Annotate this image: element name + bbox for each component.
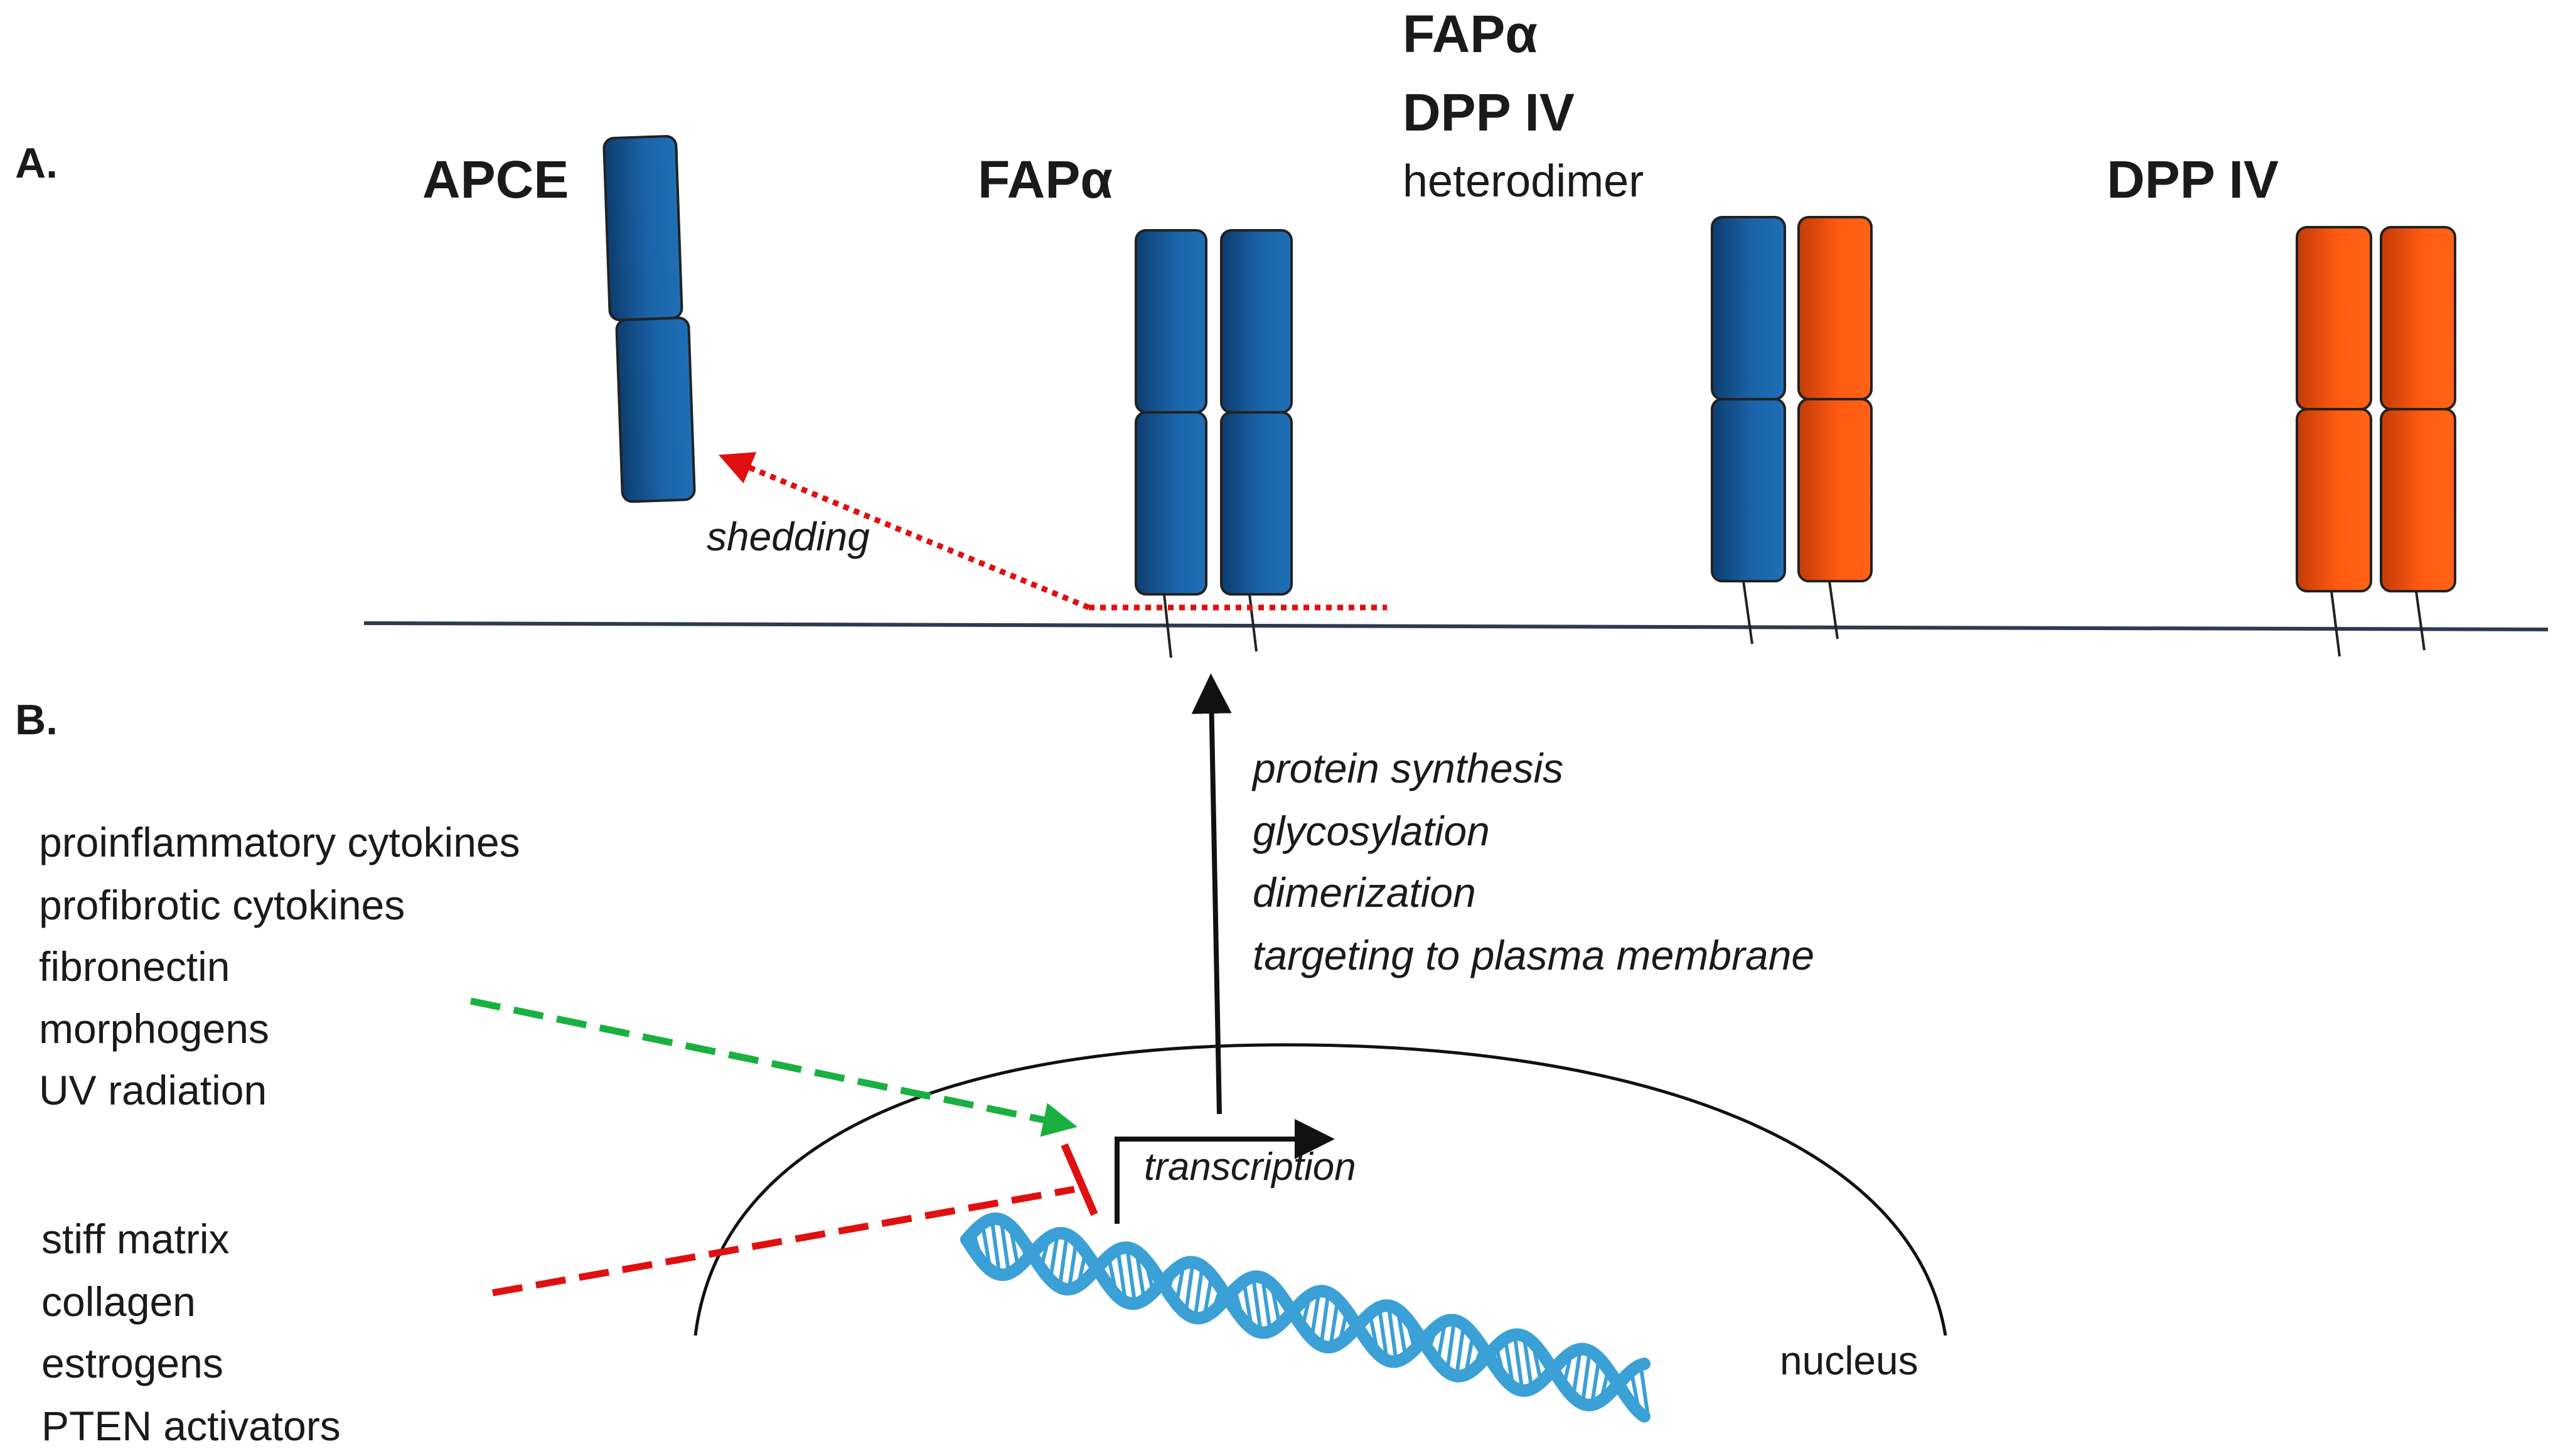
fap-anchor-1 (1163, 594, 1172, 658)
panel-a-label: A. (15, 139, 58, 187)
activator-fibronectin: fibronectin (39, 943, 230, 990)
dpp-iv-homodimer (2296, 226, 2456, 657)
fap-alpha-label: FAPα (978, 150, 1113, 209)
dna-strand-2 (960, 1212, 1651, 1411)
hetero-dpp-upper (1797, 216, 1873, 400)
dpp-subunit-2-upper (2380, 226, 2456, 410)
activation-arrow (469, 997, 1078, 1137)
dna-base-pair (1639, 1363, 1650, 1417)
dna-base-pair (1261, 1280, 1273, 1333)
activator-proinflammatory-cytokines: proinflammatory cytokines (39, 819, 520, 865)
dna-base-pair (1125, 1248, 1137, 1304)
dna-base-pair (1377, 1305, 1389, 1359)
fap-subunit-2-upper (1220, 229, 1293, 414)
fap-anchor-2 (1248, 594, 1258, 652)
plasma-membrane (363, 621, 2549, 631)
dna-base-pair (999, 1221, 1011, 1275)
dpp-subunit-1-upper (2296, 226, 2372, 410)
heterodimer-label-text: heterodimer (1403, 156, 1644, 206)
step-protein-synthesis: protein synthesis (1251, 745, 1563, 791)
activator-uv-radiation: UV radiation (39, 1067, 267, 1113)
heterodimer-label-dpp: DPP IV (1403, 83, 1575, 142)
nucleus-label: nucleus (1780, 1338, 1918, 1383)
step-dimerization: dimerization (1253, 869, 1476, 916)
heterodimer-label-fap: FAPα (1403, 4, 1538, 63)
inhibitor-estrogens: estrogens (41, 1340, 223, 1386)
step-glycosylation: glycosylation (1253, 808, 1490, 854)
dna-base-pair (1386, 1306, 1398, 1362)
transcription-arrow (1115, 1119, 1335, 1224)
hetero-anchor-2 (1828, 581, 1839, 640)
inhibition-line (492, 1186, 1075, 1297)
inhibitor-pten-activators: PTEN activators (41, 1403, 341, 1449)
dpp-iv-label: DPP IV (2107, 150, 2279, 209)
apce-protein (602, 135, 696, 503)
dna-helix (960, 1212, 1651, 1423)
transcription-label: transcription (1144, 1145, 1356, 1189)
hetero-fap-lower (1711, 398, 1786, 582)
shedding-label: shedding (707, 514, 870, 559)
fap-dpp-heterodimer (1711, 216, 1873, 645)
step-membrane-targeting: targeting to plasma membrane (1253, 932, 1814, 978)
apce-domain-upper (602, 135, 683, 321)
fap-subunit-1-lower (1135, 411, 1207, 596)
dna-base-pair (1319, 1291, 1330, 1347)
dna-base-pair (990, 1218, 1002, 1274)
panel-b-label: B. (15, 696, 58, 744)
dpp-subunit-2-lower (2380, 408, 2456, 592)
apce-domain-lower (615, 316, 696, 503)
dpp-subunit-1-lower (2296, 408, 2372, 592)
dna-base-pair (1057, 1233, 1069, 1289)
synthesis-arrow (1191, 673, 1232, 1115)
inhibitor-collagen: collagen (41, 1278, 196, 1325)
dna-base-pair (1115, 1248, 1127, 1300)
nucleus-envelope (693, 1043, 1947, 1336)
fap-alpha-homodimer (1135, 229, 1293, 658)
inhibitor-stiff-matrix: stiff matrix (41, 1216, 229, 1262)
dna-base-pair (1580, 1349, 1592, 1405)
dna-strand-1 (960, 1226, 1651, 1423)
activator-profibrotic-cytokines: profibrotic cytokines (39, 882, 405, 928)
dna-base-pair (1522, 1338, 1534, 1391)
fap-subunit-1-upper (1135, 229, 1207, 414)
dna-base-pair (1512, 1334, 1524, 1390)
dna-base-pair (1251, 1276, 1263, 1332)
fap-subunit-2-lower (1220, 411, 1293, 596)
shedding-arrow (719, 452, 1090, 611)
hetero-fap-upper (1711, 216, 1786, 400)
activator-morphogens: morphogens (39, 1005, 269, 1052)
hetero-dpp-lower (1797, 398, 1873, 582)
dpp-anchor-1 (2330, 591, 2341, 657)
dpp-anchor-2 (2415, 591, 2426, 651)
inhibition-bar (1061, 1143, 1098, 1216)
apce-label: APCE (422, 150, 569, 209)
hetero-anchor-1 (1742, 581, 1753, 645)
